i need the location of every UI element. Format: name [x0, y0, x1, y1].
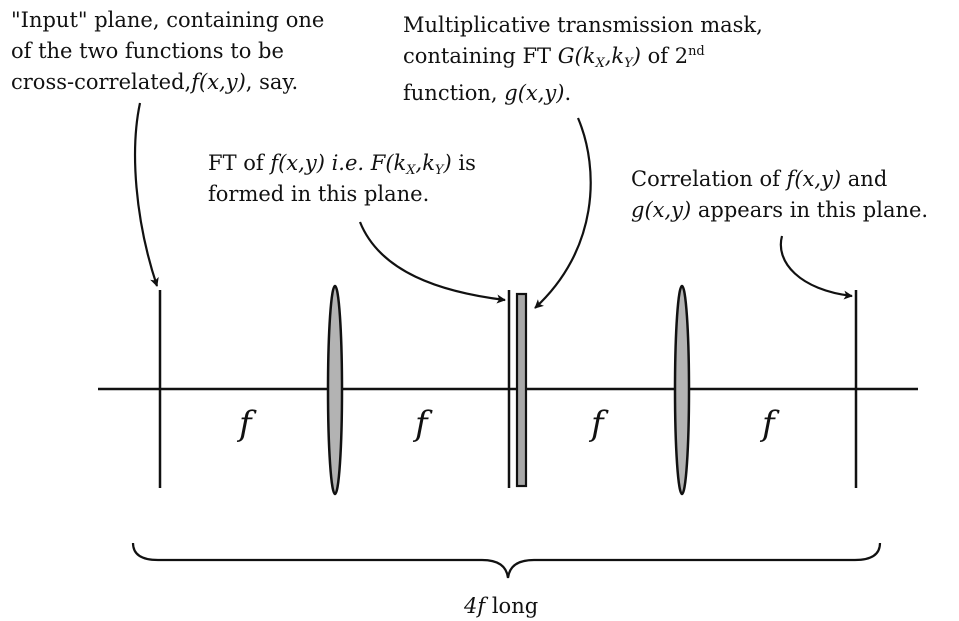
- input-plane-annotation-line3: cross-correlated,f(x,y), say.: [11, 67, 324, 98]
- mask-annotation-line1: Multiplicative transmission mask,: [403, 13, 763, 37]
- arrow-to-input-plane: [134, 102, 159, 287]
- arrow-to-fourier-plane: [358, 221, 506, 304]
- input-plane-annotation-line1: "Input" plane, containing one: [11, 8, 325, 32]
- transmission-mask: [515, 292, 528, 488]
- text-fragment: ): [632, 44, 641, 68]
- subscript: Y: [434, 163, 444, 178]
- focal-length-label-2: f: [415, 404, 428, 444]
- text-fragment: appears in this plane.: [691, 198, 929, 222]
- focal-length-label-4: f: [762, 404, 775, 444]
- text-fragment: .: [564, 81, 572, 105]
- text-fragment: i.e.: [324, 151, 371, 175]
- correlation-annotation-line2: g(x,y) appears in this plane.: [631, 195, 928, 226]
- text-fragment: , say.: [245, 70, 299, 94]
- subscript: Y: [624, 56, 633, 71]
- function-f-label: f(x,y): [786, 167, 842, 191]
- correlation-annotation: Correlation of f(x,y) and g(x,y) appears…: [631, 164, 928, 226]
- text-fragment: ,k: [415, 151, 435, 175]
- text-fragment: function,: [403, 81, 505, 105]
- total-length-unit: long: [491, 594, 539, 618]
- text-fragment: and: [841, 167, 888, 191]
- text-fragment: F(k: [370, 151, 407, 175]
- superscript: nd: [688, 44, 705, 59]
- ft-plane-annotation-line1: FT of f(x,y) i.e. F(kX,kY) is: [208, 148, 476, 179]
- text-fragment: ,k: [604, 44, 625, 68]
- text-fragment: FT of: [208, 151, 271, 175]
- function-F-label: F(kX,kY): [370, 151, 452, 178]
- text-fragment: ): [443, 151, 452, 175]
- text-fragment: of 2: [640, 44, 689, 68]
- lens-2: [673, 284, 691, 496]
- lens-1: [326, 284, 344, 496]
- text-fragment: G(k: [557, 44, 596, 68]
- function-g-label: g(x,y): [504, 81, 565, 105]
- total-length-value: 4f: [464, 594, 486, 618]
- text-fragment: cross-correlated,: [11, 70, 192, 94]
- focal-length-label-1: f: [239, 404, 252, 444]
- correlation-annotation-line1: Correlation of f(x,y) and: [631, 164, 928, 195]
- text-fragment: is: [451, 151, 476, 175]
- ft-plane-annotation-line2: formed in this plane.: [208, 182, 430, 206]
- text-fragment: containing FT: [403, 44, 558, 68]
- arrow-to-output-plane: [779, 235, 853, 300]
- input-plane-annotation-line2: of the two functions to be: [11, 39, 284, 63]
- function-g-label: g(x,y): [631, 198, 692, 222]
- text-fragment: Correlation of: [631, 167, 787, 191]
- total-length-label: 4f long: [464, 593, 538, 619]
- mask-annotation-line2: containing FT G(kX,kY) of 2nd: [403, 41, 763, 72]
- subscript: X: [406, 163, 416, 178]
- ft-plane-annotation: FT of f(x,y) i.e. F(kX,kY) is formed in …: [208, 148, 476, 210]
- function-G-label: G(kX,kY): [557, 44, 641, 71]
- mask-annotation-line3: function, g(x,y).: [403, 78, 763, 109]
- length-brace: [131, 542, 882, 579]
- input-plane-annotation: "Input" plane, containing one of the two…: [11, 5, 324, 98]
- subscript: X: [595, 56, 605, 71]
- function-f-label: f(x,y): [191, 70, 246, 94]
- function-f-label: f(x,y): [270, 151, 325, 175]
- focal-length-label-3: f: [591, 404, 604, 444]
- arrow-to-mask: [534, 117, 592, 309]
- mask-annotation: Multiplicative transmission mask, contai…: [403, 10, 763, 109]
